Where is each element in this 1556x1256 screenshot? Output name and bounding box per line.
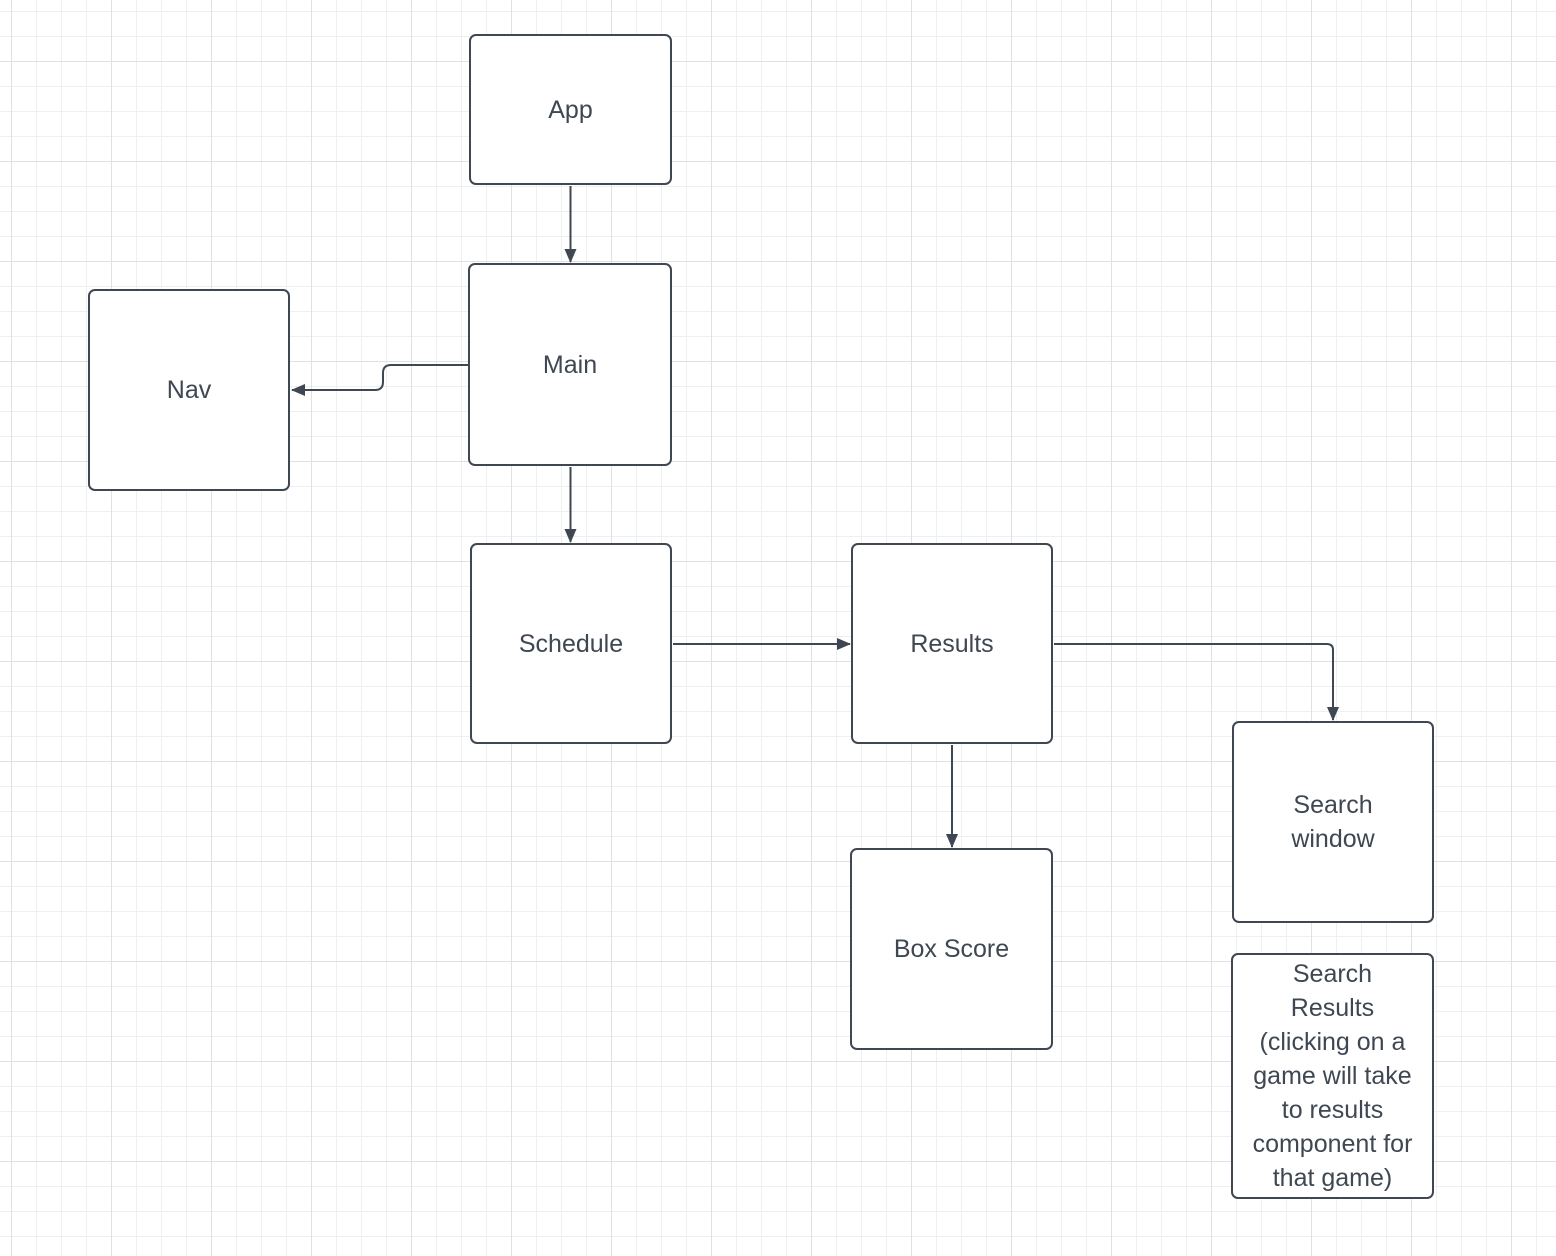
node-results[interactable]: Results xyxy=(851,543,1053,744)
node-main-label: Main xyxy=(542,350,598,379)
node-app-label: App xyxy=(548,95,593,124)
node-box-score-label: Box Score xyxy=(893,935,1010,963)
edge-main-to-nav[interactable] xyxy=(291,364,468,396)
node-nav[interactable]: Nav xyxy=(88,289,290,491)
node-schedule[interactable]: Schedule xyxy=(470,543,672,744)
node-schedule-label: Schedule xyxy=(518,629,624,658)
node-search-results[interactable]: Search Results (clicking on a game will … xyxy=(1231,953,1434,1199)
node-search-window[interactable]: Search window xyxy=(1232,721,1434,923)
node-search-window-label: Search window xyxy=(1291,791,1375,853)
edge-results-to-search-window[interactable] xyxy=(1054,643,1339,721)
node-app[interactable]: App xyxy=(469,34,672,185)
node-box-score[interactable]: Box Score xyxy=(850,848,1053,1050)
node-search-results-label: Search Results (clicking on a game will … xyxy=(1252,960,1413,1192)
node-main[interactable]: Main xyxy=(468,263,672,466)
node-results-label: Results xyxy=(910,629,994,658)
node-nav-label: Nav xyxy=(166,376,212,404)
